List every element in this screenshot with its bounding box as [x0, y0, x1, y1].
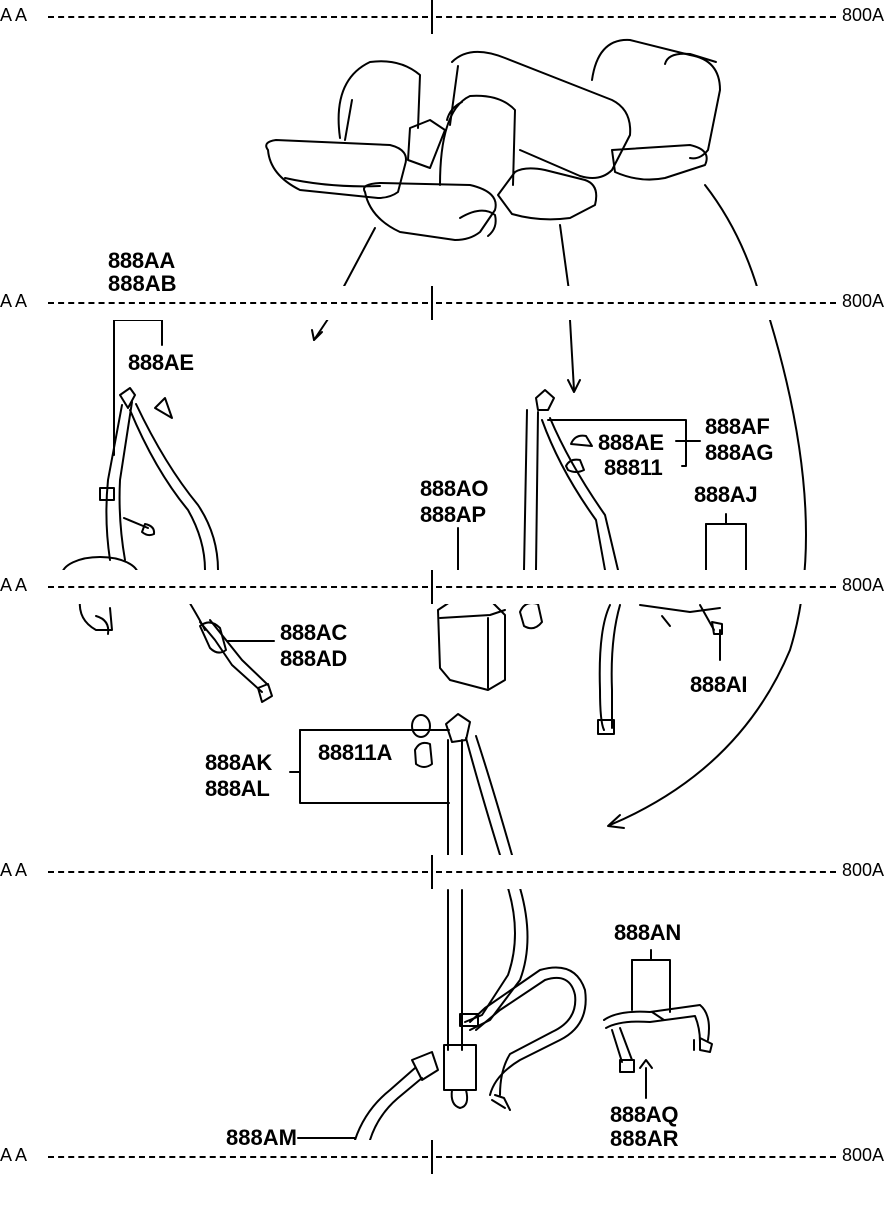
part-label-888AA: 888AA: [108, 248, 175, 273]
edge-mark-left: A A: [0, 860, 28, 880]
center-belt-assembly: [289, 713, 587, 1141]
edge-mark-left: A A: [0, 1145, 28, 1165]
part-label-888AI: 888AI: [690, 672, 748, 697]
fold-band-4: A A 800A: [0, 855, 887, 889]
part-label-888AE-right: 888AE: [598, 430, 664, 455]
seat-assembly-illustration: [265, 38, 759, 299]
part-label-88811: 88811: [604, 455, 663, 480]
part-label-888AJ: 888AJ: [694, 482, 758, 507]
belt-assembly-888AN: [603, 949, 713, 1099]
edge-mark-right: 800A: [842, 291, 885, 311]
part-label-888AK: 888AK: [205, 750, 272, 775]
part-label-888AG: 888AG: [705, 440, 774, 465]
part-label-888AN: 888AN: [614, 920, 681, 945]
fold-band-1: A A 800A: [0, 0, 887, 34]
edge-mark-left: A A: [0, 5, 28, 25]
edge-mark-right: 800A: [842, 575, 885, 595]
left-belt-assembly: [61, 315, 331, 703]
part-label-888AE-left: 888AE: [128, 350, 194, 375]
edge-mark-right: 800A: [842, 1145, 885, 1165]
part-label-888AC: 888AC: [280, 620, 347, 645]
part-label-88811A: 88811A: [318, 740, 393, 765]
fold-band-2: A A 800A: [0, 286, 887, 320]
part-label-888AM: 888AM: [226, 1125, 297, 1150]
edge-mark-left: A A: [0, 291, 28, 311]
edge-mark-left: A A: [0, 575, 28, 595]
part-label-888AQ: 888AQ: [610, 1102, 679, 1127]
part-label-888AL: 888AL: [205, 776, 270, 801]
edge-mark-right: 800A: [842, 860, 885, 880]
fold-band-5: A A 800A: [0, 1140, 887, 1174]
right-belt-assembly: [519, 319, 807, 829]
part-label-888AO: 888AO: [420, 476, 489, 501]
fold-band-3: A A 800A: [0, 570, 887, 604]
part-label-888AR-bottom: 888AR: [610, 1126, 679, 1151]
part-label-888AD: 888AD: [280, 646, 347, 671]
part-label-888AP: 888AP: [420, 502, 486, 527]
part-label-888AB-top: 888AB: [108, 271, 177, 296]
part-label-888AF: 888AF: [705, 414, 770, 439]
belt-pad-888AO: [437, 527, 506, 691]
edge-mark-right: 800A: [842, 5, 885, 25]
